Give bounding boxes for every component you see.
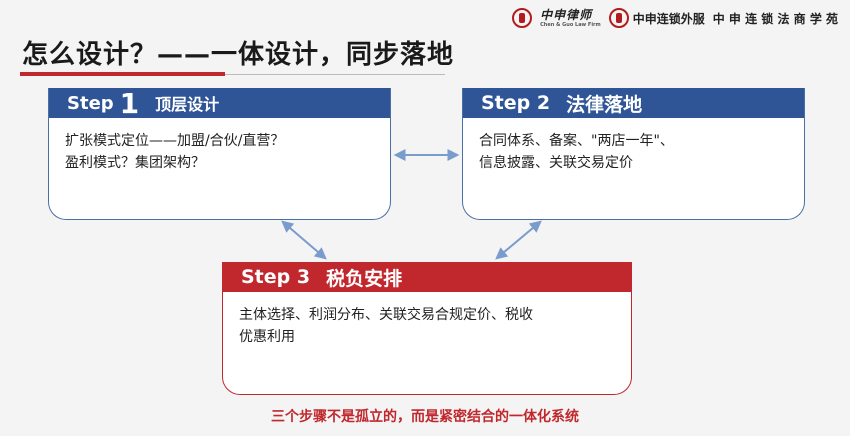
step2-card: Step 2 法律落地 合同体系、备案、"两店一年"、 信息披露、关联交易定价	[462, 88, 805, 220]
step2-line-2: 信息披露、关联交易定价	[479, 155, 633, 171]
header-logos: 中申律师 Chen & Guo Law Firm 中申连锁外服 中 申 连 锁 …	[512, 8, 838, 28]
step1-label: Step	[67, 92, 114, 114]
step1-title: 顶层设计	[155, 95, 220, 114]
step3-line-2: 优惠利用	[239, 329, 295, 345]
footer-note: 三个步骤不是孤立的，而是紧密结合的一体化系统	[271, 409, 579, 425]
brand-academy-label: 中 申 连 锁 法 商 学 苑	[712, 11, 838, 26]
step2-title: 法律落地	[566, 93, 643, 116]
step2-label: Step 2	[481, 92, 551, 114]
chain-seal-icon	[608, 8, 629, 28]
title-underline-accent	[20, 72, 225, 76]
step3-header: Step 3 税负安排	[223, 262, 631, 292]
arrow-step1-step3	[281, 220, 327, 260]
step1-line-1: 扩张模式定位——加盟/合伙/直营？	[65, 133, 285, 149]
brand-chain-service: 中申连锁外服	[608, 8, 705, 28]
law-firm-logo: 中申律师 Chen & Guo Law Firm	[540, 9, 601, 28]
page-title: 怎么设计？——一体设计，同步落地	[22, 40, 455, 70]
step1-header: Step 1 顶层设计	[49, 86, 390, 120]
step1-line-2: 盈利模式？集团架构？	[65, 155, 205, 171]
arrow-step2-step3	[495, 220, 542, 260]
title-underline-rule	[225, 74, 445, 75]
step2-body: 合同体系、备案、"两店一年"、 信息披露、关联交易定价	[463, 118, 804, 186]
brand-chain-label: 中申连锁外服	[632, 11, 705, 26]
step1-number: 1	[119, 86, 140, 120]
firm-english-name: Chen & Guo Law Firm	[540, 21, 601, 28]
step1-card: Step 1 顶层设计 扩张模式定位——加盟/合伙/直营？ 盈利模式？集团架构？	[48, 86, 391, 220]
step3-body: 主体选择、利润分布、关联交易合规定价、税收 优惠利用	[223, 292, 631, 360]
step2-header: Step 2 法律落地	[463, 88, 804, 118]
law-firm-seal-icon	[512, 8, 533, 28]
firm-name: 中申律师	[540, 7, 593, 22]
step3-line-1: 主体选择、利润分布、关联交易合规定价、税收	[239, 307, 533, 323]
step3-card: Step 3 税负安排 主体选择、利润分布、关联交易合规定价、税收 优惠利用	[222, 262, 632, 395]
step1-body: 扩张模式定位——加盟/合伙/直营？ 盈利模式？集团架构？	[49, 118, 390, 186]
step3-title: 税负安排	[326, 267, 403, 290]
step3-label: Step 3	[241, 266, 311, 288]
step2-line-1: 合同体系、备案、"两店一年"、	[479, 133, 674, 149]
